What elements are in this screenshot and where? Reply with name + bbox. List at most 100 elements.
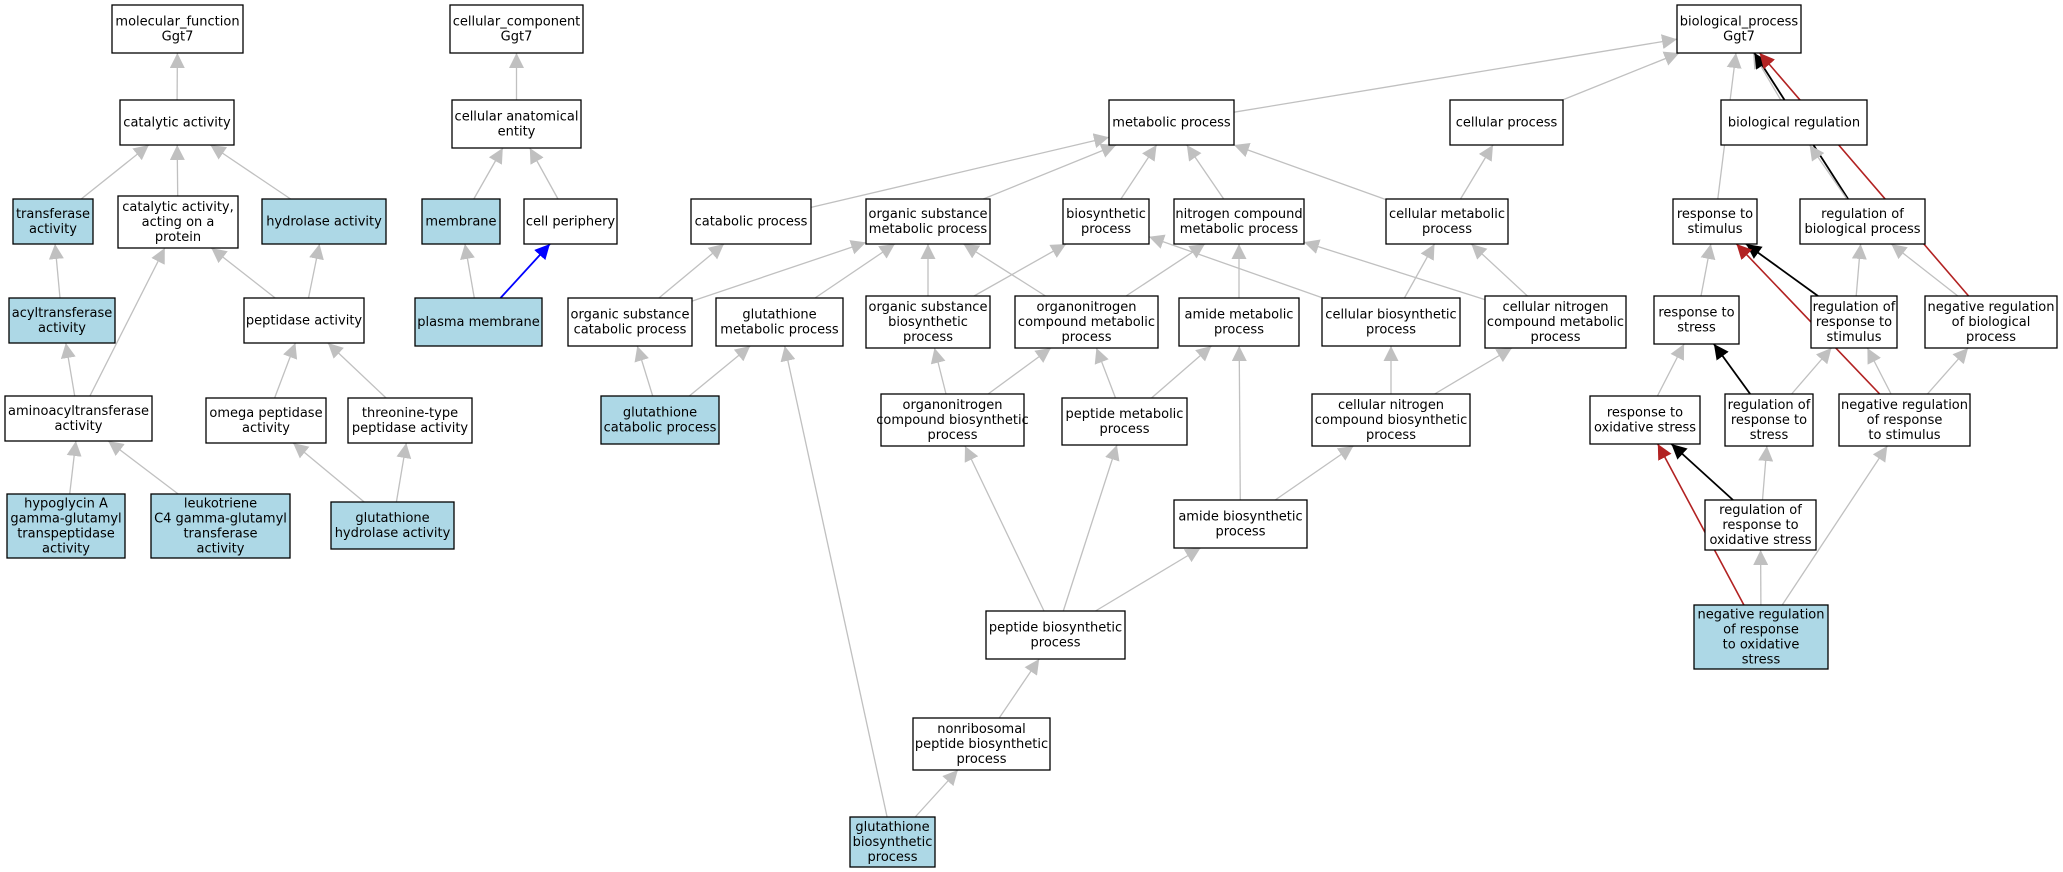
node-hydrolase-activity[interactable]: hydrolase activity xyxy=(261,198,387,245)
node-label-line: regulation of xyxy=(1821,207,1904,222)
edge-is-a-cellular-nitrogen-biosynthetic-to-cellular-nitrogen-metabolic xyxy=(1434,347,1513,395)
node-label-line: stress xyxy=(1750,428,1789,443)
node-box xyxy=(330,501,455,550)
node-label-line: threonine-type xyxy=(362,406,458,421)
node-label-line: response to xyxy=(1816,315,1892,330)
edge-is-a-transferase-activity-to-catalytic-activity xyxy=(80,144,150,200)
edge-is-a-negative-regulation-of-biological-process-to-regulation-of-biological-process xyxy=(1890,243,1959,297)
edge-is-a-cellular-metabolic-to-metabolic-process xyxy=(1233,143,1387,201)
node-label-line: response to xyxy=(1731,413,1807,428)
node-box xyxy=(912,717,1051,771)
node-label-line: negative regulation xyxy=(1841,398,1968,413)
node-cell-periphery[interactable]: cell periphery xyxy=(523,198,618,245)
edge-is-a-aminoacyltransferase-activity-to-acyltransferase-activity xyxy=(60,342,76,397)
edge-is-a-nonribosomal-peptide-biosynthetic-to-peptide-biosynthetic xyxy=(998,658,1040,719)
edge-part-of-plasma-membrane-to-cell-periphery xyxy=(499,243,551,299)
node-cellular-process[interactable]: cellular process xyxy=(1449,99,1564,146)
node-label-line: transferase xyxy=(16,207,90,222)
node-label-line: oxidative stress xyxy=(1709,533,1811,548)
edge-is-a-negative-regulation-of-response-to-oxidative-stress-to-negative-regulation-of-response-to-stimulus xyxy=(1781,445,1888,606)
node-label-line: nitrogen compound xyxy=(1175,207,1302,222)
edge-is-a-amide-biosynthetic-to-cellular-nitrogen-biosynthetic xyxy=(1274,445,1354,501)
node-label-line: process xyxy=(1214,323,1264,338)
node-peptidase-activity[interactable]: peptidase activity xyxy=(243,297,365,344)
node-label-line: biological process xyxy=(1804,222,1920,237)
edge-is-a-peptide-biosynthetic-to-peptide-metabolic xyxy=(1062,444,1120,612)
node-label-line: of biological xyxy=(1952,315,2031,330)
node-label-line: C4 gamma-glutamyl xyxy=(154,512,287,527)
node-box xyxy=(1311,393,1471,447)
node-label-line: process xyxy=(1422,222,1472,237)
node-biological-regulation[interactable]: biological regulation xyxy=(1720,99,1868,146)
node-label-line: metabolic process xyxy=(869,222,988,237)
node-label-line: to oxidative xyxy=(1723,638,1800,653)
node-label-line: process xyxy=(1081,222,1131,237)
node-box xyxy=(421,198,501,245)
edge-negatively-regulates-negative-regulation-of-response-to-stimulus-to-response-to-stimulus xyxy=(1735,243,1881,395)
edge-is-a-cellular-nitrogen-metabolic-to-cellular-metabolic xyxy=(1470,243,1528,297)
node-label-line: glutathione xyxy=(355,511,429,526)
node-box xyxy=(600,395,720,445)
node-box xyxy=(1799,198,1926,245)
node-metabolic-process[interactable]: metabolic process xyxy=(1108,99,1235,146)
node-label-line: oxidative stress xyxy=(1594,421,1696,436)
node-box xyxy=(150,493,291,559)
edge-is-a-nitrogen-compound-metabolic-to-metabolic-process xyxy=(1186,144,1225,200)
node-label-line: response to xyxy=(1677,207,1753,222)
node-box xyxy=(1173,198,1305,245)
node-plasma-membrane[interactable]: plasma membrane xyxy=(414,297,543,347)
node-label-line: cellular_component xyxy=(453,15,581,30)
node-hypoglycin[interactable]: hypoglycin Agamma-glutamyltranspeptidase… xyxy=(6,493,126,559)
node-label-line: peptidase activity xyxy=(246,314,363,329)
node-label-line: activity xyxy=(38,321,86,336)
node-catalytic-activity[interactable]: catalytic activity xyxy=(119,99,235,146)
node-label-line: gamma-glutamyl xyxy=(10,512,121,527)
node-membrane[interactable]: membrane xyxy=(421,198,501,245)
node-catabolic-process[interactable]: catabolic process xyxy=(690,198,812,245)
node-label-line: cellular process xyxy=(1456,116,1558,131)
node-label-line: process xyxy=(1366,428,1416,443)
node-box xyxy=(1484,295,1627,349)
